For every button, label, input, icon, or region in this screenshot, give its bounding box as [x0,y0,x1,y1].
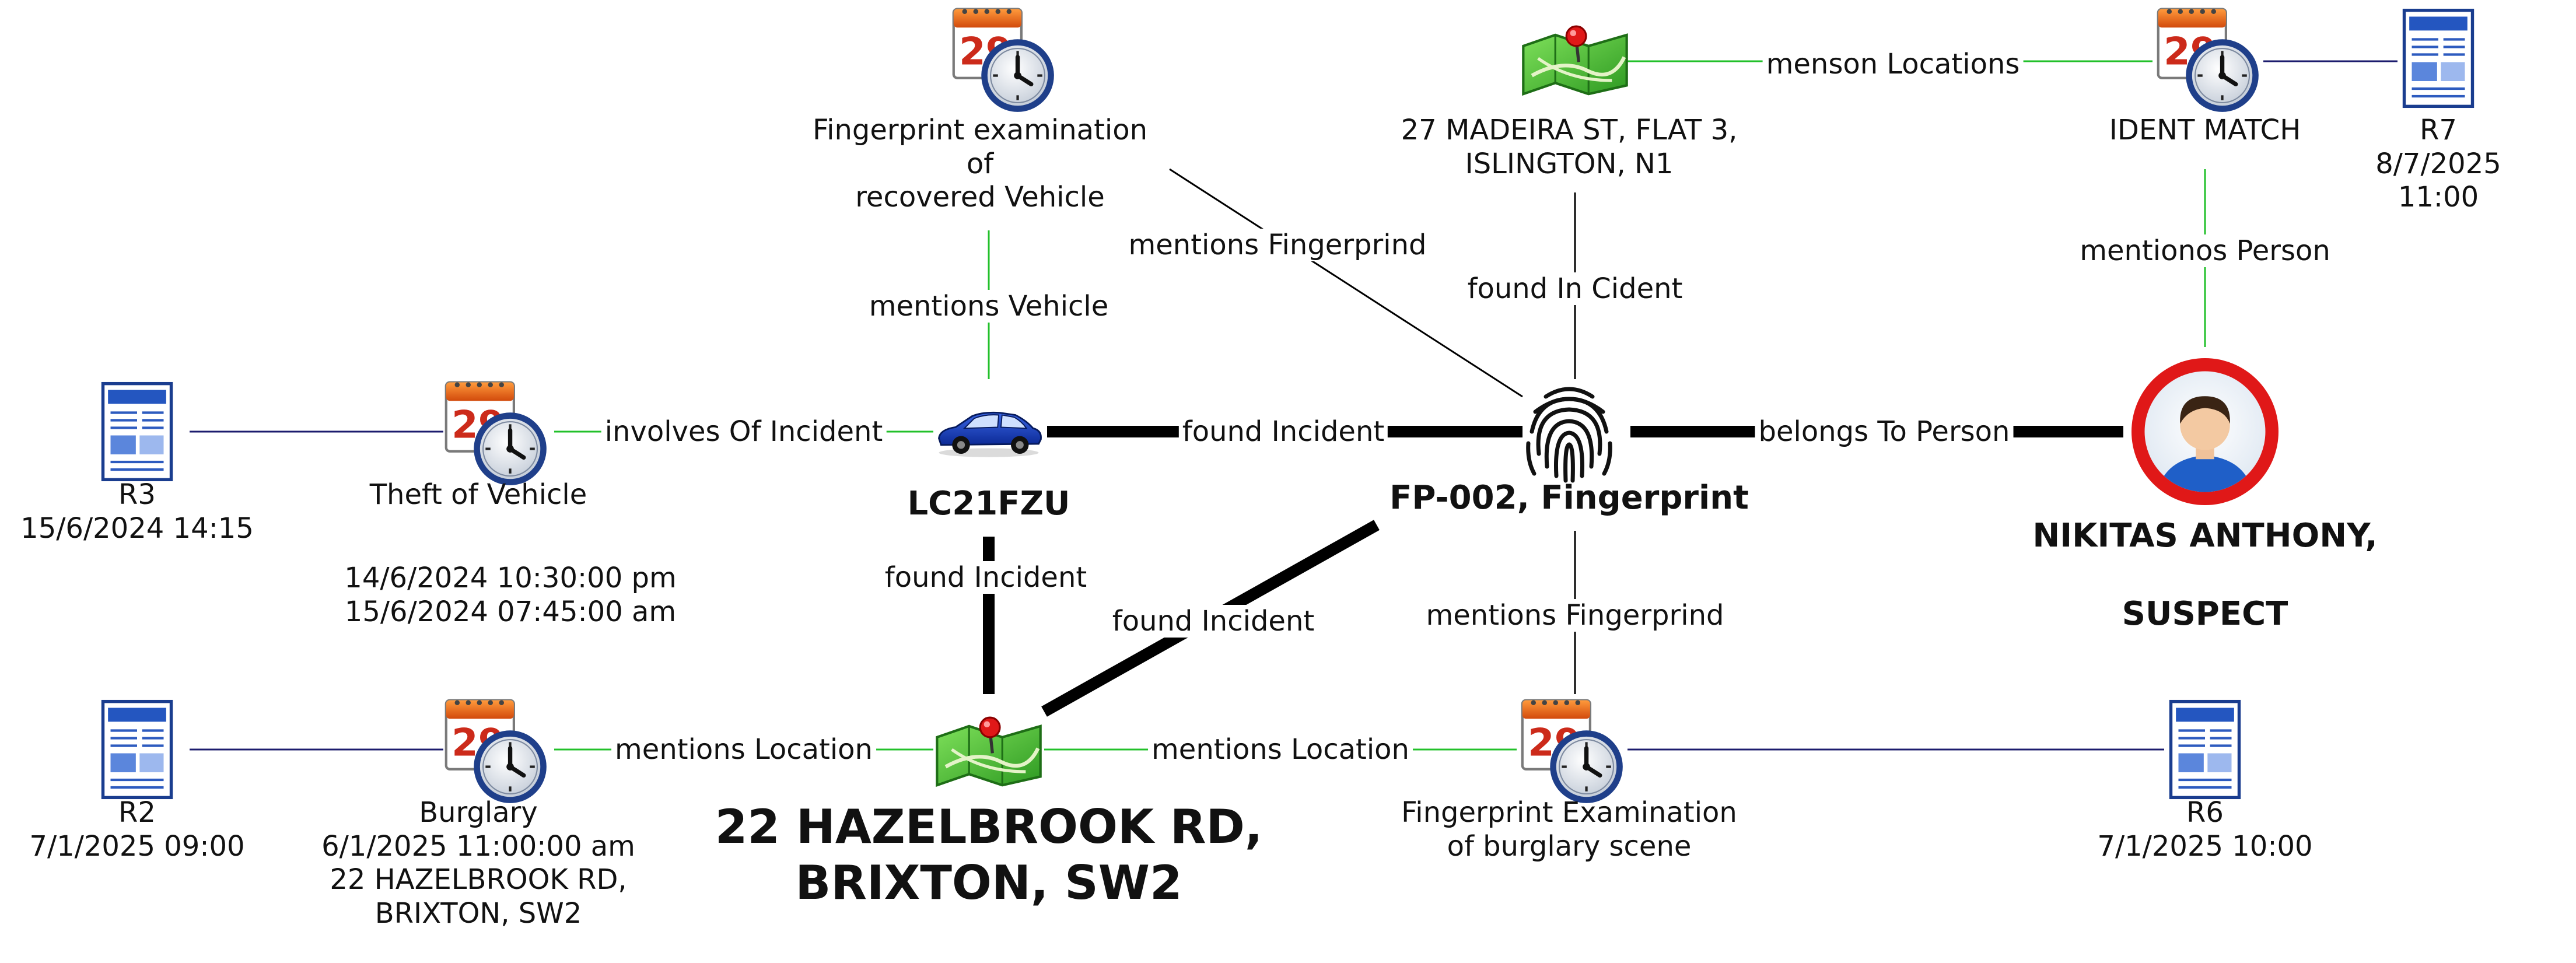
edge-label: mentions Location [1148,733,1413,766]
calendar-clock-icon[interactable] [954,9,1051,109]
report-icon[interactable] [103,702,172,798]
map-pin-icon[interactable] [937,717,1040,785]
node-label-ev-fp-scene: Fingerprint Examination of burglary scen… [1401,796,1737,863]
map-pin-icon[interactable] [1523,26,1626,94]
node-label-fp: FP-002, Fingerprint [1390,479,1749,517]
edge-label: found Incident [881,561,1091,594]
calendar-clock-icon[interactable] [446,701,544,800]
edge-label: found Incident [1178,415,1388,448]
node-label-person: NIKITAS ANTHONY, SUSPECT [2032,517,2378,633]
node-label-rep-r3: R3 15/6/2024 14:15 [20,478,254,545]
edge-label: mentions Location [611,733,876,766]
calendar-clock-icon[interactable] [1522,701,1620,800]
node-label-veh: LC21FZU [907,485,1070,523]
node-label-ev-burglary: Burglary 6/1/2025 11:00:00 am 22 HAZELBR… [321,796,635,930]
node-label-loc-madeira: 27 MADEIRA ST, FLAT 3, ISLINGTON, N1 [1401,114,1738,180]
node-label-ev-ident: IDENT MATCH [2109,114,2301,146]
node-label-ev-theft: Theft of Vehicle [369,478,587,511]
edge-label: mentions Vehicle [865,290,1112,323]
node-label-ev-fp-vehicle: Fingerprint examination of recovered Veh… [812,114,1148,214]
edge-label: belongs To Person [1755,415,2014,448]
person-icon[interactable] [2132,358,2278,505]
edge-ev_fp_vehicle-to-fp[interactable] [1169,168,1523,398]
calendar-clock-icon[interactable] [2158,9,2256,109]
node-label-rep-r2: R2 7/1/2025 09:00 [29,796,245,863]
calendar-clock-icon[interactable] [446,383,544,482]
report-icon[interactable] [2404,10,2473,107]
edge-label: mentions Fingerprind [1422,599,1728,632]
report-icon[interactable] [103,384,172,480]
fingerprint-icon[interactable] [1528,389,1611,481]
edge-label: mentionos Person [2076,234,2334,267]
edge-label: mentions Fingerprind [1125,229,1430,261]
node-label-ev-theft-dates: 14/6/2024 10:30:00 pm 15/6/2024 07:45:00… [344,562,677,628]
edge-label: found Incident [1108,605,1318,638]
edge-label: menson Locations [1762,48,2024,80]
edge-label: found In Cident [1464,272,1686,305]
node-label-loc-hazel: 22 HAZELBROOK RD, BRIXTON, SW2 [715,800,1263,910]
car-icon[interactable] [938,411,1042,458]
report-icon[interactable] [2171,702,2239,798]
node-label-rep-r6: R6 7/1/2025 10:00 [2097,796,2313,863]
node-label-rep-r7: R7 8/7/2025 11:00 [2375,114,2501,214]
edge-label: involves Of Incident [601,415,887,448]
